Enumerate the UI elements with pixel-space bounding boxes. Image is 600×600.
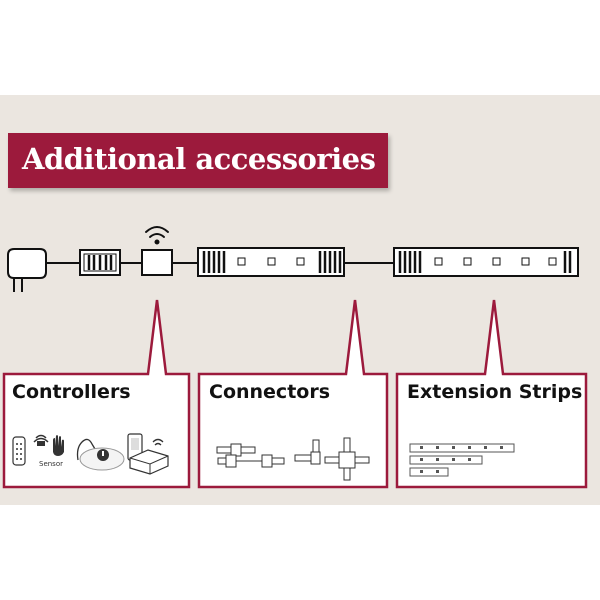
extension-strips-callout [395,299,588,489]
remote-icon [12,436,26,466]
title-banner: Additional accessories [8,133,388,188]
zigbee-gateway-icon [129,438,169,475]
smart-speaker-icon [79,447,125,471]
hand-sensor-icon [53,435,64,456]
controller-box [141,249,173,276]
extension-strips-icon [409,443,515,477]
corner-connector-icon [294,439,321,465]
connector-block [79,249,121,276]
banner-title: Additional accessories [22,142,376,176]
controllers-callout [2,299,191,489]
wifi-icon [145,226,169,245]
connectors-title: Connectors [209,381,331,403]
connectors-callout [197,299,389,489]
straight-connector-icon [216,443,285,468]
led-strip-extension [393,247,579,277]
motion-sensor-icon [33,434,49,446]
led-strip-segment [197,247,345,277]
controllers-title: Controllers [12,381,131,403]
power-plug-icon [7,248,80,292]
extension-strips-title: Extension Strips [407,381,583,403]
cross-connector-icon [324,437,370,481]
sensor-label: Sensor [39,460,63,468]
